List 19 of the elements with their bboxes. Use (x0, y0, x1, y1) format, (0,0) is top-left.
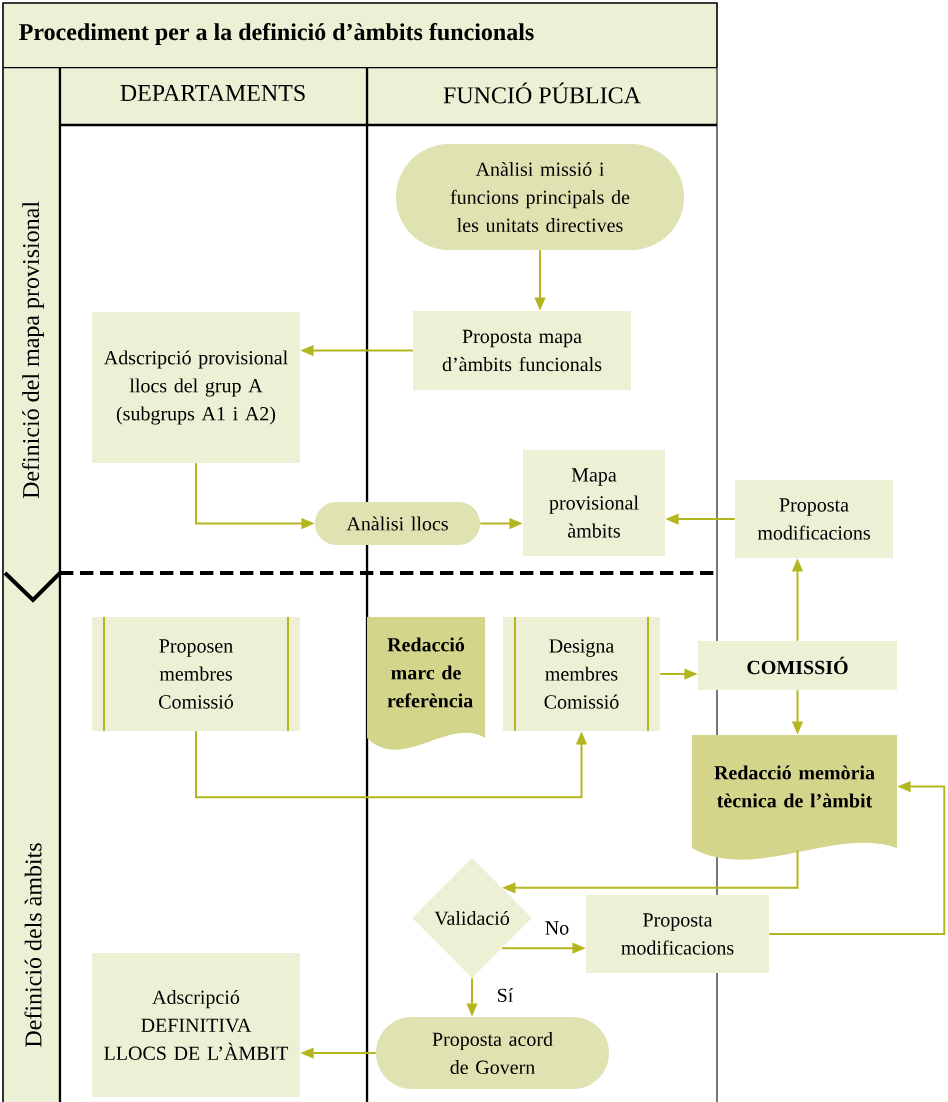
process-box: Proposta mapa d’àmbits funcionals (413, 311, 631, 390)
title-bar: Procediment per a la definició d’àmbits funcionals (2, 2, 718, 68)
terminal-box: Proposta acord de Govern (376, 1017, 609, 1089)
process-box: COMISSIÓ (698, 641, 897, 690)
process-box: Mapa provisional àmbits (523, 450, 665, 556)
terminal-box: Anàlisi missió i funcions principals de les unitats directives (396, 144, 684, 250)
terminal-box: Anàlisi llocs (315, 502, 480, 545)
predefined-process-box: Proposen membres Comissió (92, 616, 300, 732)
predefined-process-box: Designa membres Comissió (503, 616, 660, 732)
lane-header: FUNCIÓ PÚBLICA (443, 82, 641, 104)
process-box: Adscripció DEFINITIVA LLOCS DE L’ÀMBIT (92, 953, 300, 1097)
edge-label: No (543, 920, 571, 936)
process-box: Proposta modificacions (735, 480, 893, 558)
process-box: Proposta modificacions (586, 895, 769, 973)
process-box: Adscripció provisional llocs del grup A (subgrups A1 i A2) (92, 312, 300, 463)
lane-header: DEPARTAMENTS (120, 84, 305, 102)
phase-label: Definició dels àmbits (24, 843, 42, 1047)
edge-label: Sí (495, 986, 515, 1004)
phase-label: Definició del mapa provisional (22, 201, 44, 499)
